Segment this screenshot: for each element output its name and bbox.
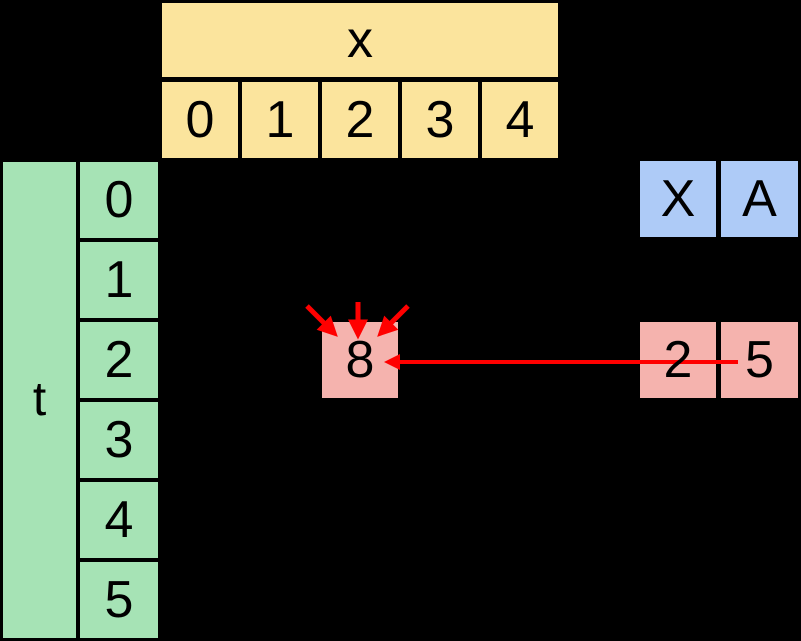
t-tick-label: 0 [104,171,134,229]
t-axis-header-cell: t [3,162,76,638]
x-tick-label: 2 [345,91,375,149]
t-axis-label: t [32,373,47,426]
x-axis-label: x [347,11,373,69]
x-axis-tick-2: 2 [322,82,398,158]
cost-value-a-cell: 5 [721,322,798,398]
x-axis-tick-3: 3 [402,82,478,158]
x-tick-label: 0 [185,91,215,149]
cost-header-x: X [660,170,696,228]
cost-value-x: 2 [663,331,693,389]
t-axis-tick-0: 0 [80,162,158,238]
t-axis-tick-4: 4 [80,482,158,558]
dp-value-cell: 8 [322,322,398,398]
cost-header-x-cell: X [640,161,716,237]
x-axis-tick-1: 1 [242,82,318,158]
t-axis-tick-5: 5 [80,562,158,638]
t-tick-label: 3 [104,411,134,469]
cost-header-a-cell: A [721,161,798,237]
dp-value: 8 [345,331,375,389]
t-tick-label: 4 [104,491,134,549]
t-axis-tick-1: 1 [80,242,158,318]
t-tick-label: 5 [104,571,134,629]
x-axis-tick-0: 0 [162,82,238,158]
x-axis-header-cell: x [162,3,558,77]
t-axis-tick-2: 2 [80,322,158,398]
t-tick-label: 2 [104,331,134,389]
x-tick-label: 1 [265,91,295,149]
t-axis-tick-3: 3 [80,402,158,478]
x-tick-label: 3 [425,91,455,149]
cost-value-x-cell: 2 [640,322,716,398]
cost-header-a: A [742,170,777,228]
cost-value-a: 5 [745,331,774,389]
t-tick-label: 1 [104,251,134,309]
x-axis-tick-4: 4 [482,82,558,158]
x-tick-label: 4 [505,91,535,149]
